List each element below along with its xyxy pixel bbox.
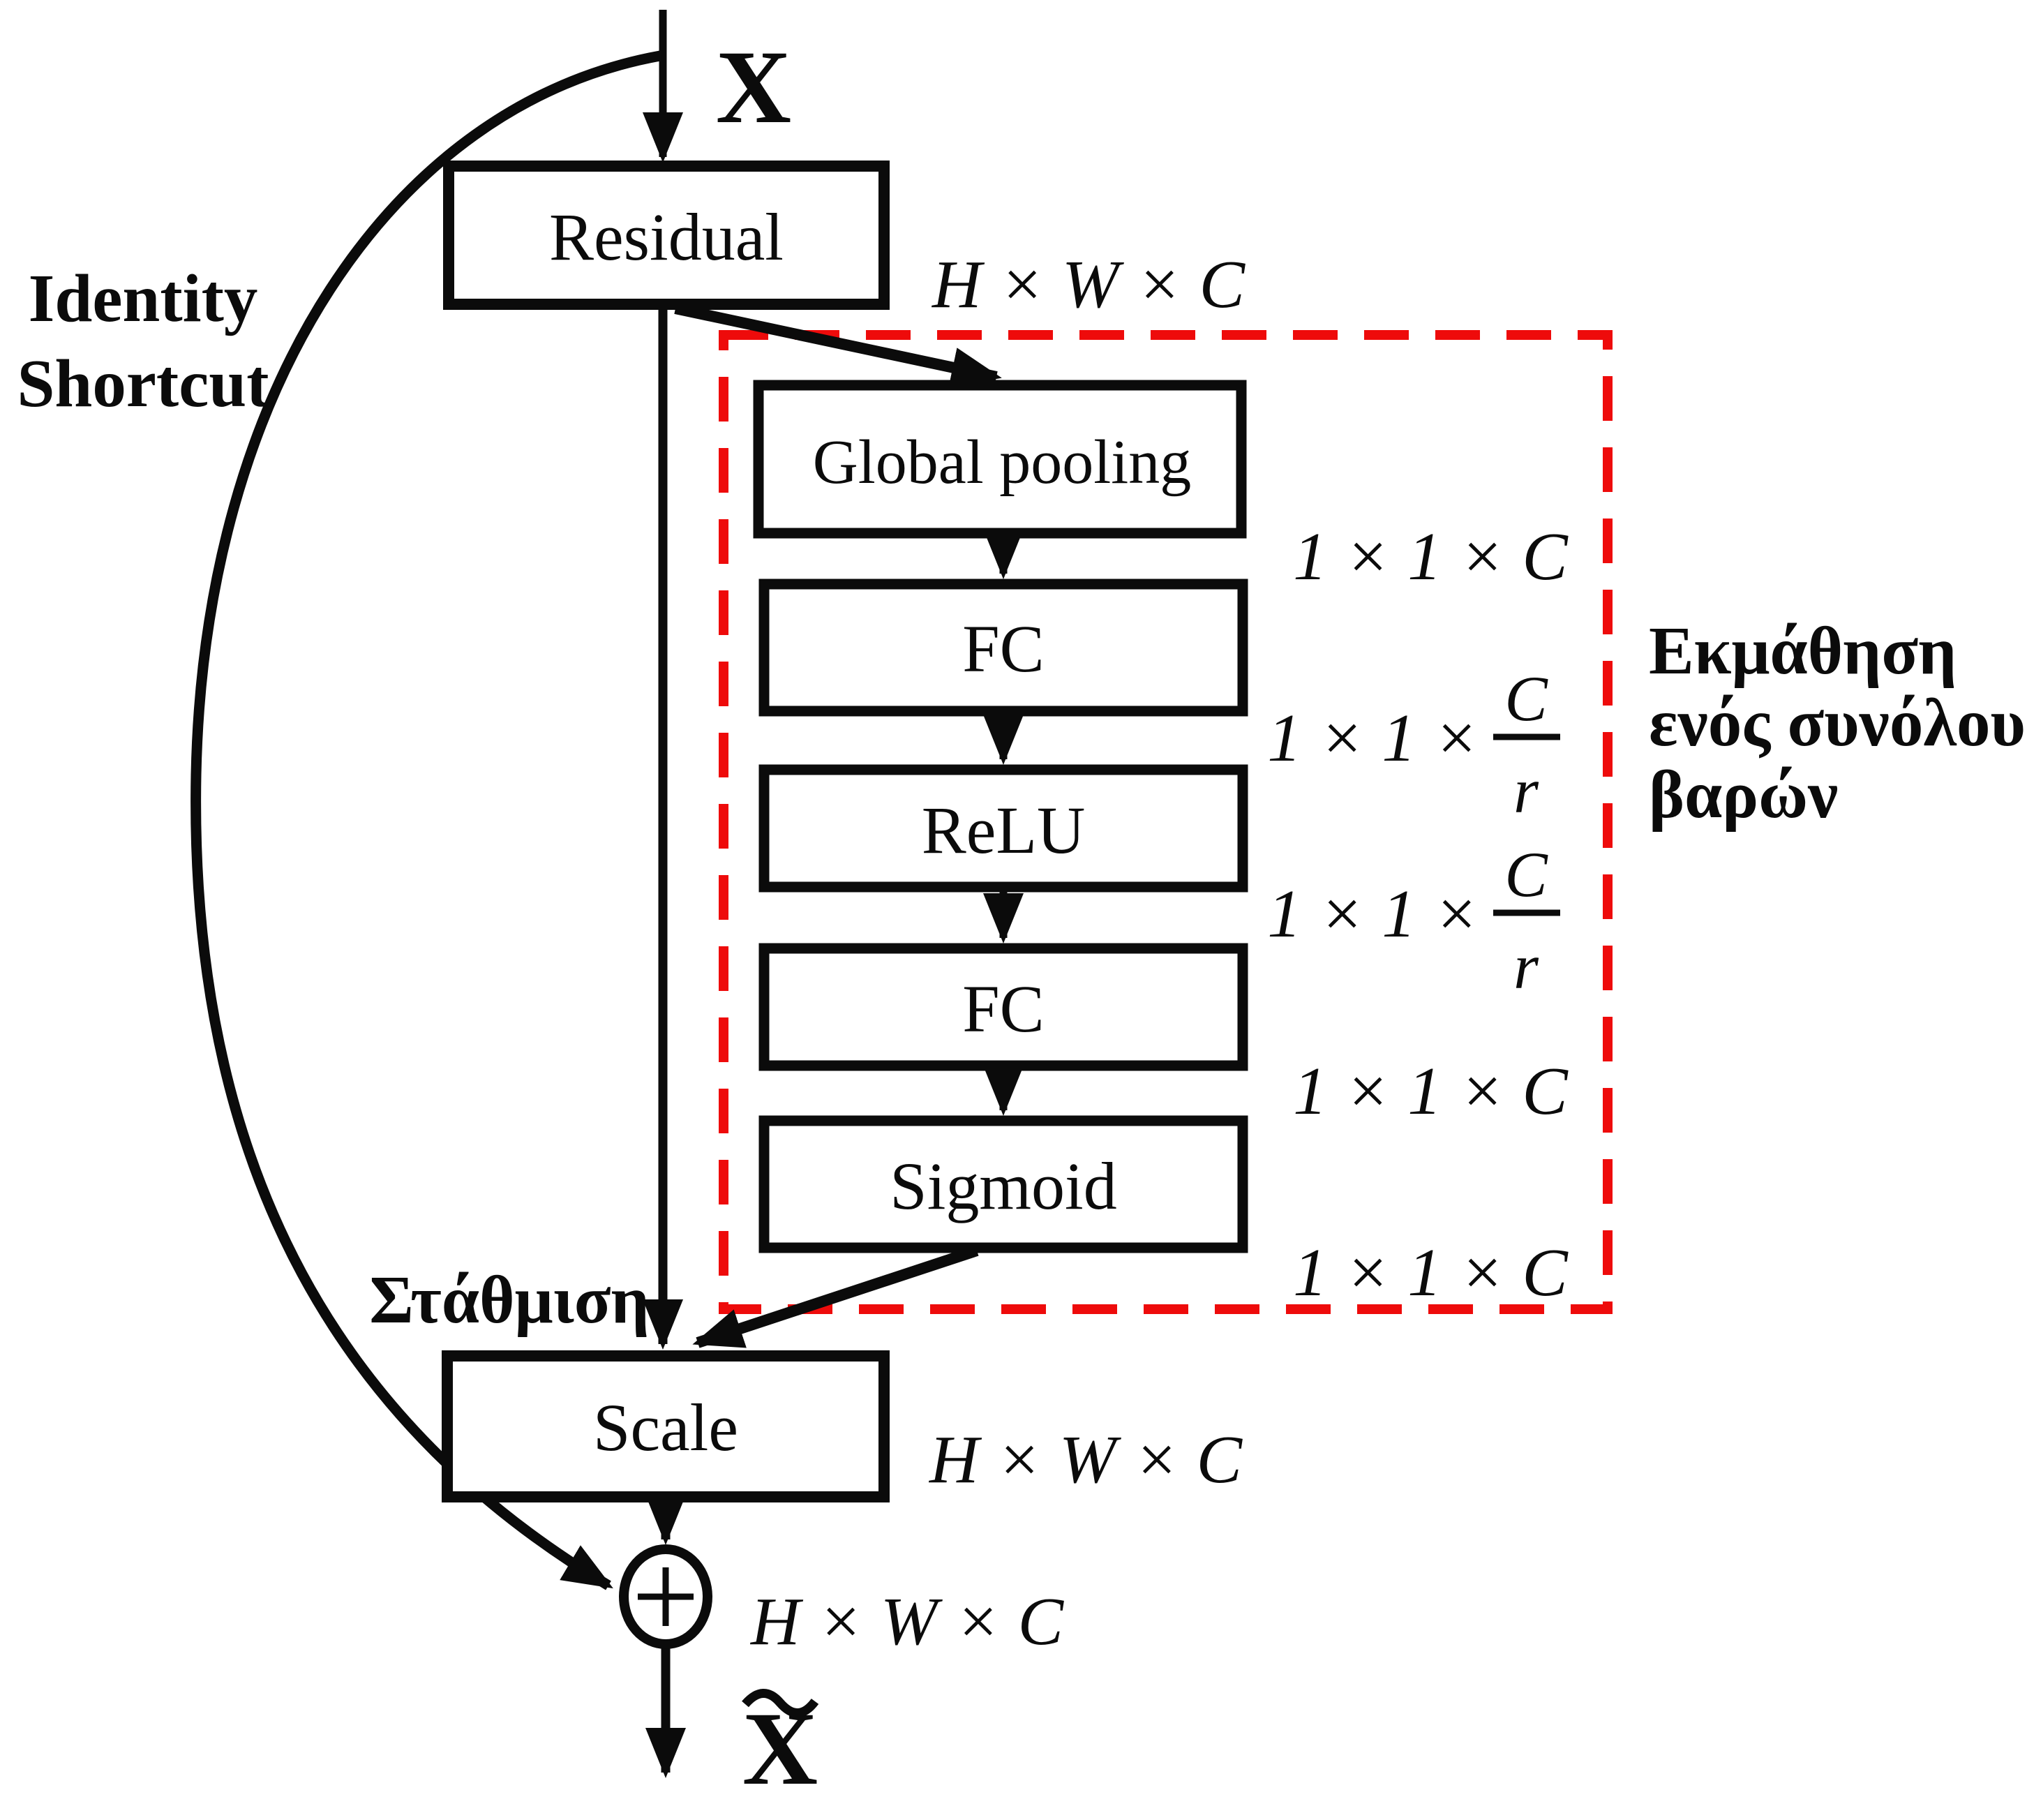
fc2-box: [758, 943, 1248, 1071]
weights-learning-line1: Εκμάθηση: [1649, 613, 1957, 688]
output-label-tilde-icon: [742, 1689, 819, 1717]
sigmoid-label: Sigmoid: [890, 1149, 1116, 1223]
relu-dim-label: 1 × 1 × C r: [1267, 839, 1560, 1002]
residual-label: Residual: [549, 200, 784, 274]
identity-shortcut-line1: Identity: [29, 261, 258, 336]
residual-to-global-pooling-arrow: [674, 303, 1002, 388]
fc1-dim-denominator: r: [1513, 755, 1539, 826]
weights-learning-dashed-box: [719, 330, 1613, 1314]
weights-learning-line3: βαρών: [1649, 757, 1838, 832]
scale-box: [442, 1350, 890, 1502]
fc2-label: FC: [962, 971, 1044, 1046]
relu-dim-prefix: 1 × 1 ×: [1267, 877, 1479, 952]
fc1-dim-prefix: 1 × 1 ×: [1267, 701, 1479, 776]
identity-shortcut-label: Identity Shortcut: [17, 261, 269, 421]
weighting-label: Στάθμιση: [369, 1262, 649, 1337]
sigmoid-dim-label: 1 × 1 × C: [1293, 1235, 1569, 1311]
plus-icon: [638, 1567, 694, 1626]
relu-dim-denominator: r: [1513, 931, 1539, 1002]
fc1-dim-numerator: C: [1504, 663, 1548, 734]
output-label: X: [742, 1689, 819, 1807]
global-pooling-box: [753, 380, 1247, 539]
scale-label: Scale: [593, 1390, 738, 1465]
sigmoid-to-scale-arrow: [692, 1245, 979, 1348]
fc1-dim-label: 1 × 1 × C r: [1267, 663, 1560, 826]
relu-box: [758, 764, 1248, 893]
fc2-dim-label: 1 × 1 × C: [1293, 1054, 1569, 1129]
residual-dim-label: H × W × C: [931, 247, 1246, 322]
relu-dim-numerator: C: [1504, 839, 1548, 910]
input-label: X: [716, 29, 791, 145]
identity-shortcut-line2: Shortcut: [17, 346, 269, 421]
weights-learning-label: Εκμάθηση ενός συνόλου βαρών: [1649, 613, 2026, 832]
sigmoid-box: [758, 1115, 1248, 1253]
residual-box: [443, 161, 890, 310]
fc1-label: FC: [962, 611, 1044, 686]
fc1-box: [758, 579, 1248, 717]
relu-label: ReLU: [922, 793, 1086, 867]
global-pooling-label: Global pooling: [813, 428, 1191, 497]
scale-dim-label: H × W × C: [928, 1422, 1243, 1498]
identity-shortcut-curve: [190, 50, 661, 1590]
weights-learning-line2: ενός συνόλου: [1649, 685, 2026, 760]
add-dim-label: H × W × C: [749, 1584, 1065, 1659]
global-pooling-dim-label: 1 × 1 × C: [1293, 519, 1569, 595]
